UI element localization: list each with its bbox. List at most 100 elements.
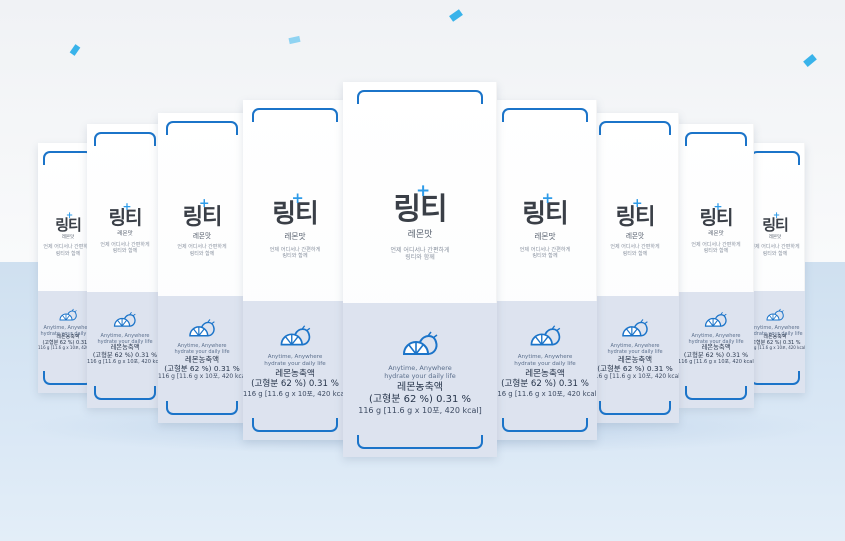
slogan-line-2: 링티와 함께 <box>622 250 648 257</box>
tagline-line-1: Anytime, Anywhere <box>388 363 452 372</box>
slogan-text: 언제 어디서나 간편하게 링티와 함께 <box>38 244 98 257</box>
slogan-text: 언제 어디서나 간편하게 링티와 함께 <box>591 244 679 257</box>
flavor-label: 레몬맛 <box>192 231 212 240</box>
slogan-text: 언제 어디서나 간편하게 링티와 함께 <box>243 247 347 260</box>
plus-icon: + <box>291 189 304 207</box>
slogan-line-1: 언제 어디서나 간편하게 <box>610 244 660 251</box>
slogan-line-2: 링티와 함께 <box>532 253 558 260</box>
tagline-text: Anytime, Anywhere hydrate your daily lif… <box>87 333 163 346</box>
tagline-line-1: Anytime, Anywhere <box>610 342 660 349</box>
pouch-frame-bottom <box>165 401 239 415</box>
tagline-line-2: hydrate your daily life <box>607 349 663 355</box>
pouch-frame-bottom <box>93 386 157 400</box>
product-pouch: 링티 + 레몬맛 언제 어디서나 간편하게 링티와 함께 Anytime, An… <box>591 113 679 423</box>
info-line-3: 116 g [11.6 g x 10포, 420 kcal] <box>745 345 805 350</box>
product-pouch: 링티 + 레몬맛 언제 어디서나 간편하게 링티와 함께 Anytime, An… <box>493 100 597 440</box>
product-pouch: 링티 + 레몬맛 언제 어디서나 간편하게 링티와 함께 Anytime, An… <box>158 113 246 423</box>
slogan-line-1: 언제 어디서나 간편하게 <box>177 244 227 251</box>
flavor-label: 레몬맛 <box>117 230 133 237</box>
flavor-label: 레몬맛 <box>407 229 433 240</box>
info-line-1: 레몬농축액 <box>763 334 787 340</box>
lemon-icon <box>59 308 77 321</box>
slogan-line-2: 링티와 함께 <box>762 250 788 257</box>
info-line-3: 116 g [11.6 g x 10포, 420 kcal] <box>678 359 754 366</box>
slogan-text: 언제 어디서나 간편하게 링티와 함께 <box>745 244 805 257</box>
info-line-3: 116 g [11.6 g x 10포, 420 kcal] <box>38 345 98 350</box>
tagline-line-2: hydrate your daily life <box>174 349 230 355</box>
pouch-color-band <box>343 303 497 457</box>
pouch-frame-top <box>43 151 93 165</box>
tagline-text: Anytime, Anywhere hydrate your daily lif… <box>493 354 597 368</box>
lemon-icon <box>114 312 137 328</box>
info-line-1: 레몬농축액 <box>56 334 80 340</box>
plus-icon: + <box>541 189 554 207</box>
tagline-line-1: Anytime, Anywhere <box>517 353 573 360</box>
info-line-2: (고형분 62 %) 0.31 % <box>164 363 240 373</box>
tagline-text: Anytime, Anywhere hydrate your daily lif… <box>38 325 98 338</box>
tagline-line-2: hydrate your daily life <box>514 360 576 367</box>
info-line-1: 레몬농축액 <box>525 369 565 380</box>
slogan-line-2: 링티와 함께 <box>189 250 215 257</box>
pouch-frame-bottom <box>43 371 93 385</box>
plus-icon: + <box>66 211 74 221</box>
info-line-1: 레몬농축액 <box>701 344 731 352</box>
info-line-3: 116 g [11.6 g x 10포, 420 kcal] <box>158 373 246 380</box>
pouch-color-band <box>243 300 347 440</box>
slogan-text: 언제 어디서나 간편하게 링티와 함께 <box>343 247 497 263</box>
slogan-line-1: 언제 어디서나 간편하게 <box>519 246 571 253</box>
ingredient-info: 레몬농축액 (고형분 62 %) 0.31 % 116 g [11.6 g x … <box>678 344 754 365</box>
plus-icon: + <box>713 199 723 213</box>
flavor-label: 레몬맛 <box>708 230 724 237</box>
product-pouch: 링티 + 레몬맛 언제 어디서나 간편하게 링티와 함께 Anytime, An… <box>343 82 497 457</box>
pouch-frame-bottom <box>750 371 800 385</box>
lemon-icon <box>280 325 311 346</box>
tagline-line-1: Anytime, Anywhere <box>43 325 93 331</box>
ingredient-info: 레몬농축액 (고형분 62 %) 0.31 % 116 g [11.6 g x … <box>158 355 246 381</box>
slogan-line-1: 언제 어디서나 간편하게 <box>390 246 450 254</box>
lemon-icon <box>402 331 438 355</box>
ingredient-info: 레몬농축액 (고형분 62 %) 0.31 % 116 g [11.6 g x … <box>243 369 347 398</box>
lemon-icon <box>622 318 648 337</box>
tagline-line-1: Anytime, Anywhere <box>267 353 323 360</box>
info-line-1: 레몬농축액 <box>397 381 443 393</box>
slogan-line-2: 링티와 함께 <box>703 248 729 255</box>
slogan-line-2: 링티와 함께 <box>112 248 138 255</box>
brand-logo: 링티 <box>182 204 223 230</box>
slogan-line-2: 링티와 함께 <box>405 254 435 262</box>
flavor-label: 레몬맛 <box>768 235 782 240</box>
info-line-2: (고형분 62 %) 0.31 % <box>251 379 339 390</box>
brand-logo: 링티 <box>55 216 82 234</box>
tagline-line-1: Anytime, Anywhere <box>177 342 227 349</box>
tagline-text: Anytime, Anywhere hydrate your daily lif… <box>745 325 805 338</box>
slogan-text: 언제 어디서나 간편하게 링티와 함께 <box>678 242 754 255</box>
tagline-text: Anytime, Anywhere hydrate your daily lif… <box>158 343 246 356</box>
info-line-2: (고형분 62 %) 0.31 % <box>368 393 472 405</box>
product-pouch: 링티 + 레몬맛 언제 어디서나 간편하게 링티와 함께 Anytime, An… <box>678 124 754 408</box>
info-line-3: 116 g [11.6 g x 10포, 420 kcal] <box>493 389 597 398</box>
product-pouch: 링티 + 레몬맛 언제 어디서나 간편하게 링티와 함께 Anytime, An… <box>243 100 347 440</box>
slogan-line-2: 링티와 함께 <box>55 250 81 257</box>
info-line-2: (고형분 62 %) 0.31 % <box>597 363 673 373</box>
flavor-label: 레몬맛 <box>625 231 645 240</box>
slogan-text: 언제 어디서나 간편하게 링티와 함께 <box>158 244 246 257</box>
info-line-3: 116 g [11.6 g x 10포, 420 kcal] <box>87 359 163 366</box>
tagline-line-1: Anytime, Anywhere <box>750 325 800 331</box>
ingredient-info: 레몬농축액 (고형분 62 %) 0.31 % 116 g [11.6 g x … <box>591 355 679 381</box>
pouch-color-band <box>493 300 597 440</box>
tagline-line-1: Anytime, Anywhere <box>100 332 150 339</box>
slogan-text: 언제 어디서나 간편하게 링티와 함께 <box>493 247 597 260</box>
info-line-1: 레몬농축액 <box>618 355 652 365</box>
plus-icon: + <box>416 180 431 201</box>
flavor-label: 레몬맛 <box>534 231 556 241</box>
slogan-line-1: 언제 어디서나 간편하게 <box>269 246 321 253</box>
tagline-line-2: hydrate your daily life <box>97 339 153 346</box>
slogan-text: 언제 어디서나 간편하게 링티와 함께 <box>87 242 163 255</box>
ingredient-info: 레몬농축액 (고형분 62 %) 0.31 % 116 g [11.6 g x … <box>493 369 597 398</box>
slogan-line-2: 링티와 함께 <box>282 253 308 260</box>
tagline-line-1: Anytime, Anywhere <box>691 332 741 339</box>
info-line-1: 레몬농축액 <box>185 355 219 365</box>
pouch-frame-top <box>93 132 157 146</box>
tagline-line-2: hydrate your daily life <box>747 331 803 338</box>
pouch-frame-top <box>684 132 748 146</box>
pouch-frame-bottom <box>252 418 338 432</box>
